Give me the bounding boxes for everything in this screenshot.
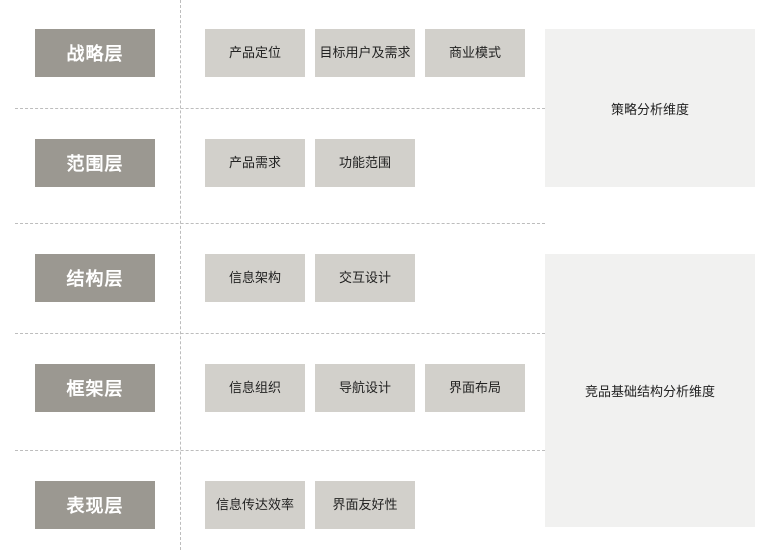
item-information-organization: 信息组织 [205, 364, 305, 412]
layer-label-scope: 范围层 [35, 139, 155, 187]
item-interface-layout: 界面布局 [425, 364, 525, 412]
item-navigation-design: 导航设计 [315, 364, 415, 412]
item-target-users-needs: 目标用户及需求 [315, 29, 415, 77]
layer-label-skeleton: 框架层 [35, 364, 155, 412]
item-business-model: 商业模式 [425, 29, 525, 77]
dimension-competitive-structure-analysis: 竞品基础结构分析维度 [545, 254, 755, 527]
item-product-positioning: 产品定位 [205, 29, 305, 77]
row-divider [15, 223, 545, 224]
layer-label-surface: 表现层 [35, 481, 155, 529]
layer-label-structure: 结构层 [35, 254, 155, 302]
layer-label-strategy: 战略层 [35, 29, 155, 77]
item-information-efficiency: 信息传达效率 [205, 481, 305, 529]
row-divider [15, 450, 545, 451]
vertical-divider [180, 0, 181, 550]
item-feature-scope: 功能范围 [315, 139, 415, 187]
item-interface-friendliness: 界面友好性 [315, 481, 415, 529]
item-interaction-design: 交互设计 [315, 254, 415, 302]
item-information-architecture: 信息架构 [205, 254, 305, 302]
item-product-requirements: 产品需求 [205, 139, 305, 187]
row-divider [15, 333, 545, 334]
row-divider [15, 108, 545, 109]
dimension-strategy-analysis: 策略分析维度 [545, 29, 755, 187]
